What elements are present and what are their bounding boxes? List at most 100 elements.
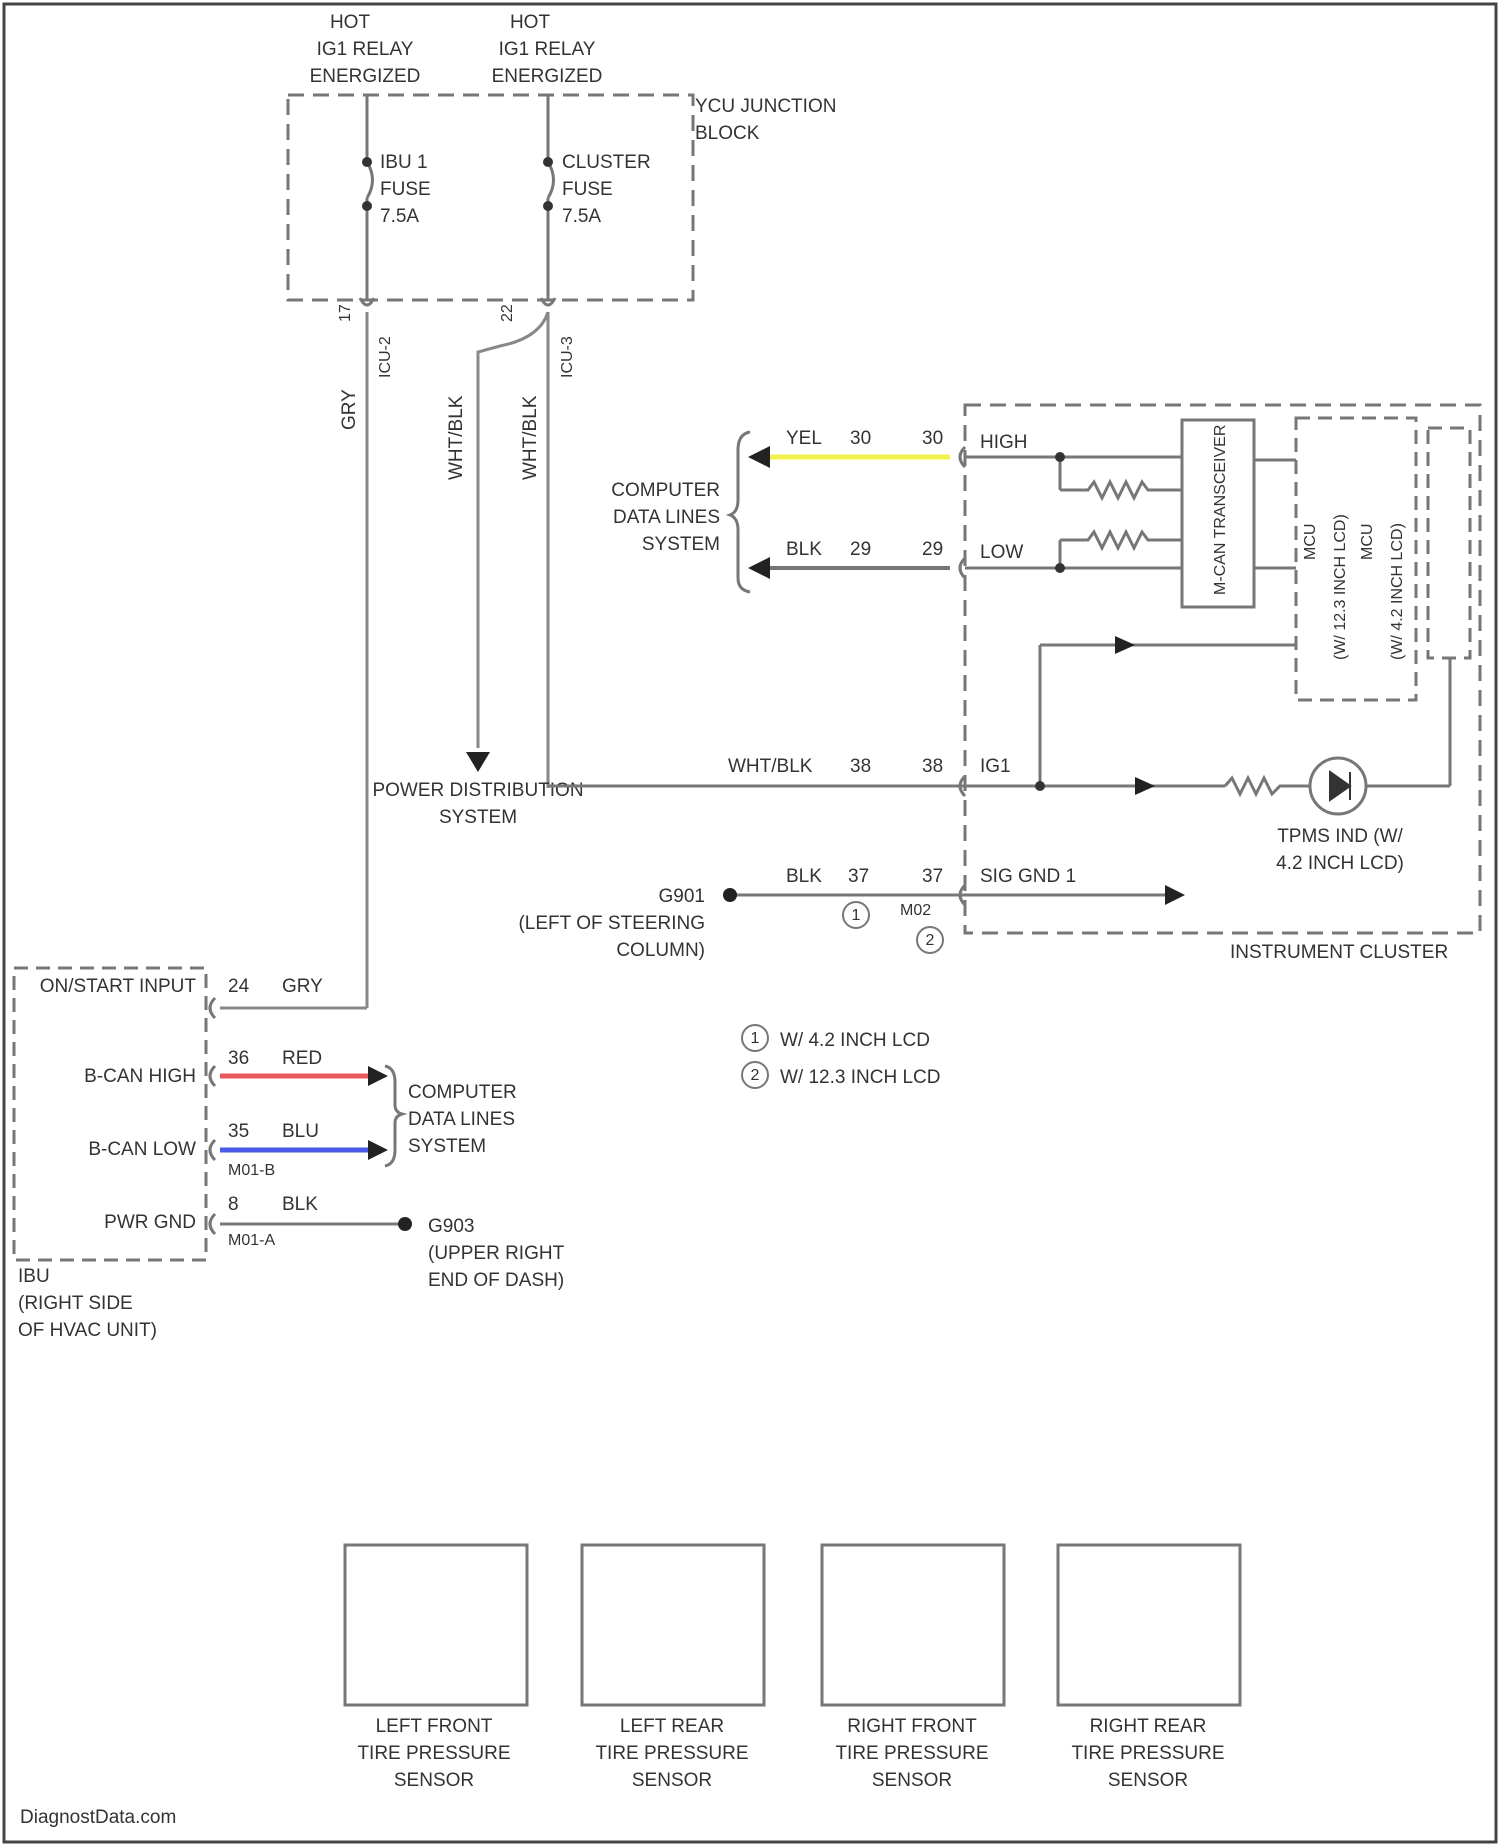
svg-text:GRY: GRY — [282, 976, 323, 997]
mcu-label: MCU (W/ 12.3 INCH LCD) MCU — [1302, 514, 1376, 660]
svg-text:1: 1 — [852, 907, 861, 924]
fuse-1-label: IBU 1 FUSE 7.5A — [380, 152, 431, 227]
gnd-wire-color: BLK — [786, 866, 822, 887]
watermark: DiagnostData.com — [20, 1807, 176, 1828]
svg-text:POWER DISTRIBUTION: POWER DISTRIBUTION — [372, 780, 583, 801]
svg-text:END OF DASH): END OF DASH) — [428, 1270, 564, 1291]
svg-text:G903: G903 — [428, 1216, 474, 1237]
lcd-block-label: (W/ 4.2 INCH LCD) — [1389, 523, 1406, 660]
pin-22-connector: ICU-3 — [559, 336, 576, 378]
svg-text:SYSTEM: SYSTEM — [408, 1136, 486, 1157]
svg-text:ENERGIZED: ENERGIZED — [492, 66, 603, 87]
svg-text:COLUMN): COLUMN) — [616, 940, 705, 961]
svg-text:ENERGIZED: ENERGIZED — [310, 66, 421, 87]
svg-text:SENSOR: SENSOR — [632, 1770, 712, 1791]
svg-text:RIGHT REAR: RIGHT REAR — [1090, 1716, 1207, 1737]
can-high-color: YEL — [786, 428, 822, 449]
pin-label-low: LOW — [980, 542, 1023, 563]
cluster-ig1-lines — [965, 645, 1450, 794]
gry-wire-label: GRY — [339, 389, 360, 430]
ibu-pin-bcan-low-conn — [210, 1140, 215, 1160]
bcan-high-arrow — [368, 1066, 388, 1086]
pin-22: 22 — [499, 304, 516, 322]
ibu-pin-on-start-conn — [210, 998, 215, 1018]
svg-text:ON/START INPUT: ON/START INPUT — [40, 976, 197, 997]
svg-text:DATA LINES: DATA LINES — [408, 1109, 515, 1130]
svg-text:SENSOR: SENSOR — [1108, 1770, 1188, 1791]
svg-text:(UPPER RIGHT: (UPPER RIGHT — [428, 1243, 565, 1264]
junction-block-label: YCU JUNCTION BLOCK — [695, 96, 836, 144]
svg-text:TIRE PRESSURE: TIRE PRESSURE — [357, 1743, 510, 1764]
gnd-pin-a: 37 — [848, 866, 869, 887]
svg-text:LEFT FRONT: LEFT FRONT — [376, 1716, 493, 1737]
can-low-pin-b: 29 — [922, 539, 943, 560]
svg-text:(W/ 12.3 INCH LCD): (W/ 12.3 INCH LCD) — [1332, 514, 1349, 660]
svg-text:(RIGHT SIDE: (RIGHT SIDE — [18, 1293, 133, 1314]
can-high-pin-b: 30 — [922, 428, 943, 449]
ibu-pin-bcan-high-conn — [210, 1066, 215, 1086]
svg-text:FUSE: FUSE — [380, 179, 431, 200]
sensor-right-front: RIGHT FRONT TIRE PRESSURE SENSOR — [822, 1545, 1004, 1791]
cdl-bottom-brace — [385, 1066, 402, 1166]
svg-text:B-CAN LOW: B-CAN LOW — [88, 1139, 196, 1160]
option-symbol-1: 1 — [843, 902, 869, 928]
svg-text:7.5A: 7.5A — [562, 206, 601, 227]
svg-text:SENSOR: SENSOR — [394, 1770, 474, 1791]
sensor-left-rear: LEFT REAR TIRE PRESSURE SENSOR — [582, 1545, 764, 1791]
svg-text:2: 2 — [926, 932, 935, 949]
fuse-2 — [543, 95, 554, 300]
svg-text:BLU: BLU — [282, 1121, 319, 1142]
cdl-bottom-label: COMPUTER DATA LINES SYSTEM — [408, 1082, 517, 1157]
instrument-cluster-label: INSTRUMENT CLUSTER — [1230, 942, 1448, 963]
sensor-right-rear: RIGHT REAR TIRE PRESSURE SENSOR — [1058, 1545, 1240, 1791]
option-symbol-2: 2 — [917, 927, 943, 953]
bcan-low-arrow — [368, 1140, 388, 1160]
svg-text:PWR GND: PWR GND — [104, 1212, 196, 1233]
svg-text:2: 2 — [751, 1067, 760, 1084]
junction-block-box — [288, 95, 693, 300]
ig1-arrow-1 — [1115, 636, 1135, 654]
svg-text:HOT: HOT — [510, 12, 551, 33]
ibu-pin-bcan-high: B-CAN HIGH 36 RED — [84, 1048, 322, 1087]
can-high-arrow — [748, 446, 770, 468]
svg-text:1: 1 — [751, 1030, 760, 1047]
transceiver-label: M-CAN TRANSCEIVER — [1212, 425, 1229, 595]
cdl-top-label: COMPUTER DATA LINES SYSTEM — [611, 480, 720, 555]
svg-text:RED: RED — [282, 1048, 322, 1069]
gnd-right-label: G903 (UPPER RIGHT END OF DASH) — [428, 1216, 565, 1291]
svg-text:B-CAN HIGH: B-CAN HIGH — [84, 1066, 196, 1087]
cluster-gnd-arrow — [1165, 885, 1185, 905]
svg-text:FUSE: FUSE — [562, 179, 613, 200]
gnd-left-label: G901 (LEFT OF STEERING COLUMN) — [518, 886, 705, 961]
svg-text:IG1 RELAY: IG1 RELAY — [317, 39, 414, 60]
svg-text:W/ 12.3 INCH LCD: W/ 12.3 INCH LCD — [780, 1067, 940, 1088]
svg-text:COMPUTER: COMPUTER — [611, 480, 720, 501]
svg-text:SYSTEM: SYSTEM — [642, 534, 720, 555]
legend-2: 2 W/ 12.3 INCH LCD — [742, 1062, 940, 1088]
can-high-pin-a: 30 — [850, 428, 871, 449]
hot-relay-2-label: HOT IG1 RELAY ENERGIZED — [492, 12, 603, 87]
pin-label-sig-gnd: SIG GND 1 — [980, 866, 1076, 887]
power-dist-arrow — [466, 752, 490, 772]
sensor-left-front: LEFT FRONT TIRE PRESSURE SENSOR — [345, 1545, 527, 1791]
svg-text:BLOCK: BLOCK — [695, 123, 760, 144]
ibu-pin-on-start: ON/START INPUT 24 GRY — [40, 976, 323, 997]
svg-text:TIRE PRESSURE: TIRE PRESSURE — [595, 1743, 748, 1764]
svg-text:35: 35 — [228, 1121, 249, 1142]
pin-label-ig1: IG1 — [980, 756, 1011, 777]
svg-text:IBU: IBU — [18, 1266, 50, 1287]
fuse-1 — [362, 95, 373, 300]
ig1-arrow-2 — [1135, 777, 1155, 795]
lcd-module-box — [1428, 428, 1470, 658]
svg-text:IBU 1: IBU 1 — [380, 152, 428, 173]
svg-text:LEFT REAR: LEFT REAR — [620, 1716, 724, 1737]
svg-text:36: 36 — [228, 1048, 249, 1069]
ig1-pin-a: 38 — [850, 756, 871, 777]
gnd-left-point — [723, 888, 737, 902]
svg-text:SYSTEM: SYSTEM — [439, 807, 517, 828]
cdl-top-brace — [730, 432, 750, 592]
pin-17-connector: ICU-2 — [377, 336, 394, 378]
fuse-2-label: CLUSTER FUSE 7.5A — [562, 152, 651, 227]
ig1-pin-b: 38 — [922, 756, 943, 777]
